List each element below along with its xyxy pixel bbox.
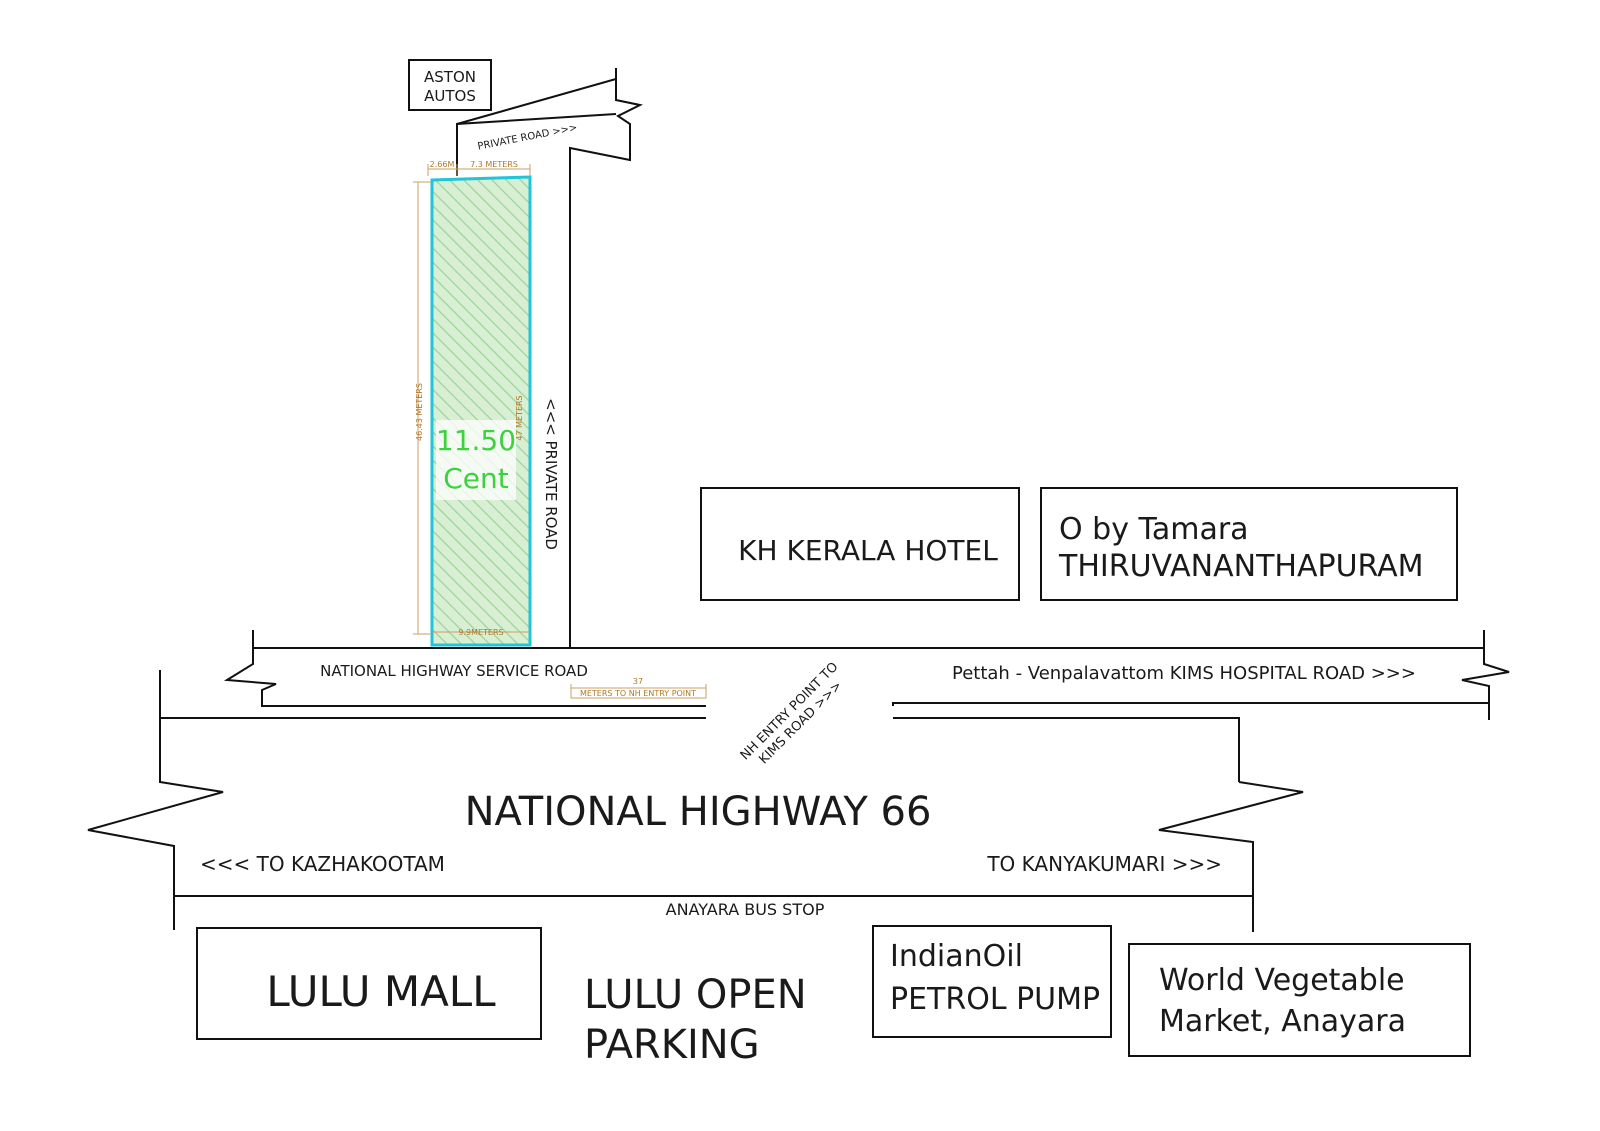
aston-autos-line2: AUTOS: [424, 87, 476, 105]
plot-area-value: 11.50: [436, 424, 516, 457]
vegetable-market-line1: World Vegetable: [1159, 963, 1405, 998]
to-kanyakumari-label: TO KANYAKUMARI >>>: [986, 852, 1222, 876]
private-road-top-break: [569, 68, 644, 648]
world-vegetable-market-box: World Vegetable Market, Anayara: [1128, 943, 1471, 1057]
private-road-top-label: PRIVATE ROAD >>>: [477, 122, 579, 152]
bus-stop-label: ANAYARA BUS STOP: [666, 900, 825, 919]
plot-label-backdrop: [436, 420, 516, 500]
dimensions: 2.66M 7.3 METERS 46.43 METERS 47 METERS …: [413, 160, 707, 699]
kh-kerala-hotel-box: KH KERALA HOTEL: [700, 487, 1020, 601]
plot-area-unit: Cent: [443, 462, 509, 495]
service-road-left-break: [223, 648, 706, 707]
plot-area: [430, 175, 532, 647]
kims-road-bottom-edge: [892, 702, 1490, 720]
highway-left-break: [87, 718, 224, 930]
kims-road-right-break: [1461, 648, 1510, 703]
private-road-side-label: <<< PRIVATE ROAD: [542, 398, 560, 550]
lulu-parking-line2: PARKING: [584, 1022, 760, 1068]
to-kazhakootam-label: <<< TO KAZHAKOOTAM: [200, 852, 445, 876]
dim-nh-entry-value: 37: [633, 677, 643, 686]
indianoil-line2: PETROL PUMP: [890, 982, 1100, 1017]
aston-autos-box: ASTON AUTOS: [408, 59, 492, 111]
dim-top-small-label: 2.66M: [430, 160, 455, 169]
road-lines: [87, 68, 1510, 932]
nh-entry-label-line1: NH ENTRY POINT TO: [738, 660, 842, 764]
dim-right-label: 47 METERS: [515, 395, 524, 440]
dim-left-label: 46.43 METERS: [415, 383, 424, 441]
dim-nh-entry-bracket: [570, 684, 707, 699]
lulu-mall-label: LULU MALL: [266, 967, 496, 1016]
indianoil-petrol-pump-box: IndianOil PETROL PUMP: [872, 925, 1112, 1038]
highway-right-break: [1158, 781, 1304, 932]
service-road-top-edge-right: [570, 630, 1485, 649]
highway-top-edge-right: [893, 717, 1240, 782]
indianoil-line1: IndianOil: [890, 939, 1023, 974]
kh-kerala-hotel-label: KH KERALA HOTEL: [738, 534, 998, 567]
highway-label: NATIONAL HIGHWAY 66: [465, 789, 932, 835]
lulu-open-parking: LULU OPEN PARKING: [584, 972, 807, 1068]
dim-top-label: 7.3 METERS: [470, 160, 518, 169]
vegetable-market-line2: Market, Anayara: [1159, 1004, 1406, 1039]
o-by-tamara-line1: O by Tamara: [1059, 512, 1249, 547]
aston-autos-line1: ASTON: [424, 68, 476, 86]
dim-bottom-label: 9.9METERS: [458, 628, 503, 637]
kims-road-label: Pettah - Venpalavattom KIMS HOSPITAL ROA…: [952, 663, 1416, 684]
dim-nh-entry-label: METERS TO NH ENTRY POINT: [580, 689, 696, 698]
o-by-tamara-box: O by Tamara THIRUVANANTHAPURAM: [1040, 487, 1458, 601]
service-road-label: NATIONAL HIGHWAY SERVICE ROAD: [320, 662, 588, 680]
nh-entry-label: NH ENTRY POINT TO KIMS ROAD >>>: [738, 660, 846, 768]
lulu-parking-line1: LULU OPEN: [584, 972, 807, 1018]
plot: 11.50 Cent: [430, 175, 532, 647]
lulu-mall-box: LULU MALL: [196, 927, 542, 1040]
landmarks: ASTON AUTOS KH KERALA HOTEL O by Tamara …: [196, 59, 1471, 1068]
o-by-tamara-line2: THIRUVANANTHAPURAM: [1058, 549, 1424, 584]
